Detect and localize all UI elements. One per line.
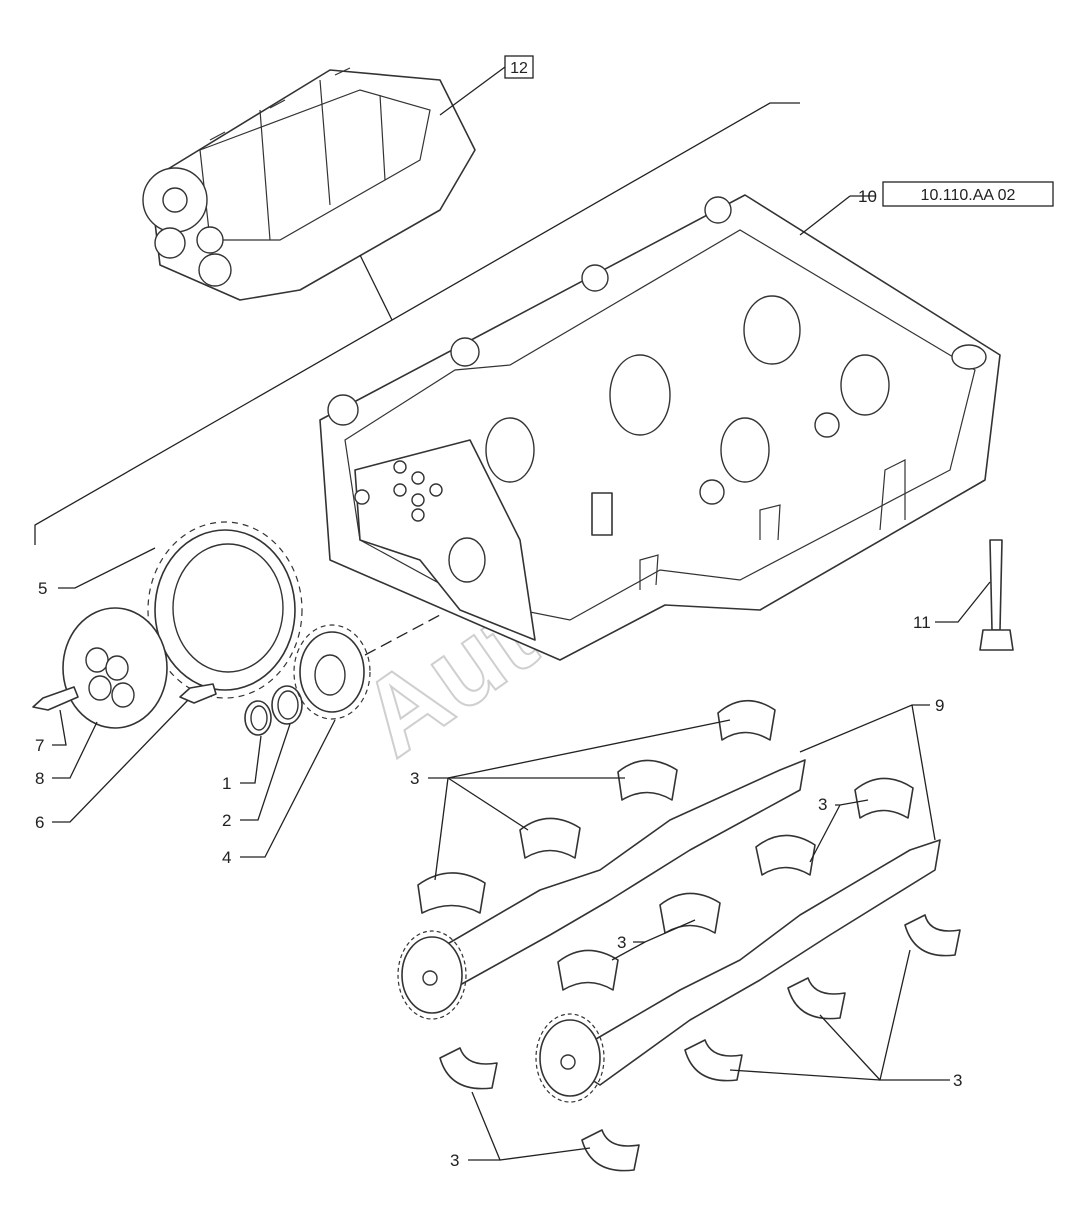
- balancer-shaft-upper: [397, 759, 806, 1020]
- balancer-shaft-lower: [535, 839, 941, 1103]
- callout-1: 1: [222, 774, 231, 793]
- ref-10: 10 10.110.AA 02: [799, 181, 1054, 236]
- callout-7: 7: [35, 736, 44, 755]
- ref-12-label: 12: [510, 60, 528, 77]
- callout-11: 11: [913, 613, 931, 632]
- callout-6: 6: [35, 813, 44, 832]
- hub-flange: [62, 607, 168, 729]
- ref-10-label: 10.110.AA 02: [921, 187, 1016, 204]
- bolt-7: [32, 686, 79, 711]
- ring-gear: [147, 521, 303, 699]
- callout-3-a: 3: [410, 769, 419, 788]
- callout-8: 8: [35, 769, 44, 788]
- callout-2: 2: [222, 811, 231, 830]
- callout-3-b: 3: [818, 795, 827, 814]
- snap-ring-1: [244, 700, 272, 736]
- callout-3-e: 3: [450, 1151, 459, 1170]
- callout-3-d: 3: [953, 1071, 962, 1090]
- callout-4: 4: [222, 848, 231, 867]
- callout-9: 9: [935, 696, 944, 715]
- ref-12: 12: [439, 55, 534, 116]
- balancer-housing: [319, 194, 1001, 661]
- small-gear-4: [293, 624, 371, 720]
- callout-5: 5: [38, 579, 47, 598]
- bolt-6: [179, 683, 217, 704]
- assembly-axis: [364, 614, 441, 656]
- balancer-assembly-12: [142, 67, 476, 301]
- bolt-11: [979, 539, 1014, 651]
- leader-assembly: [359, 254, 393, 321]
- callout-3-c: 3: [617, 933, 626, 952]
- section-line: [34, 102, 800, 545]
- callout-10: 10: [858, 187, 877, 206]
- spacer-ring-2: [271, 685, 303, 725]
